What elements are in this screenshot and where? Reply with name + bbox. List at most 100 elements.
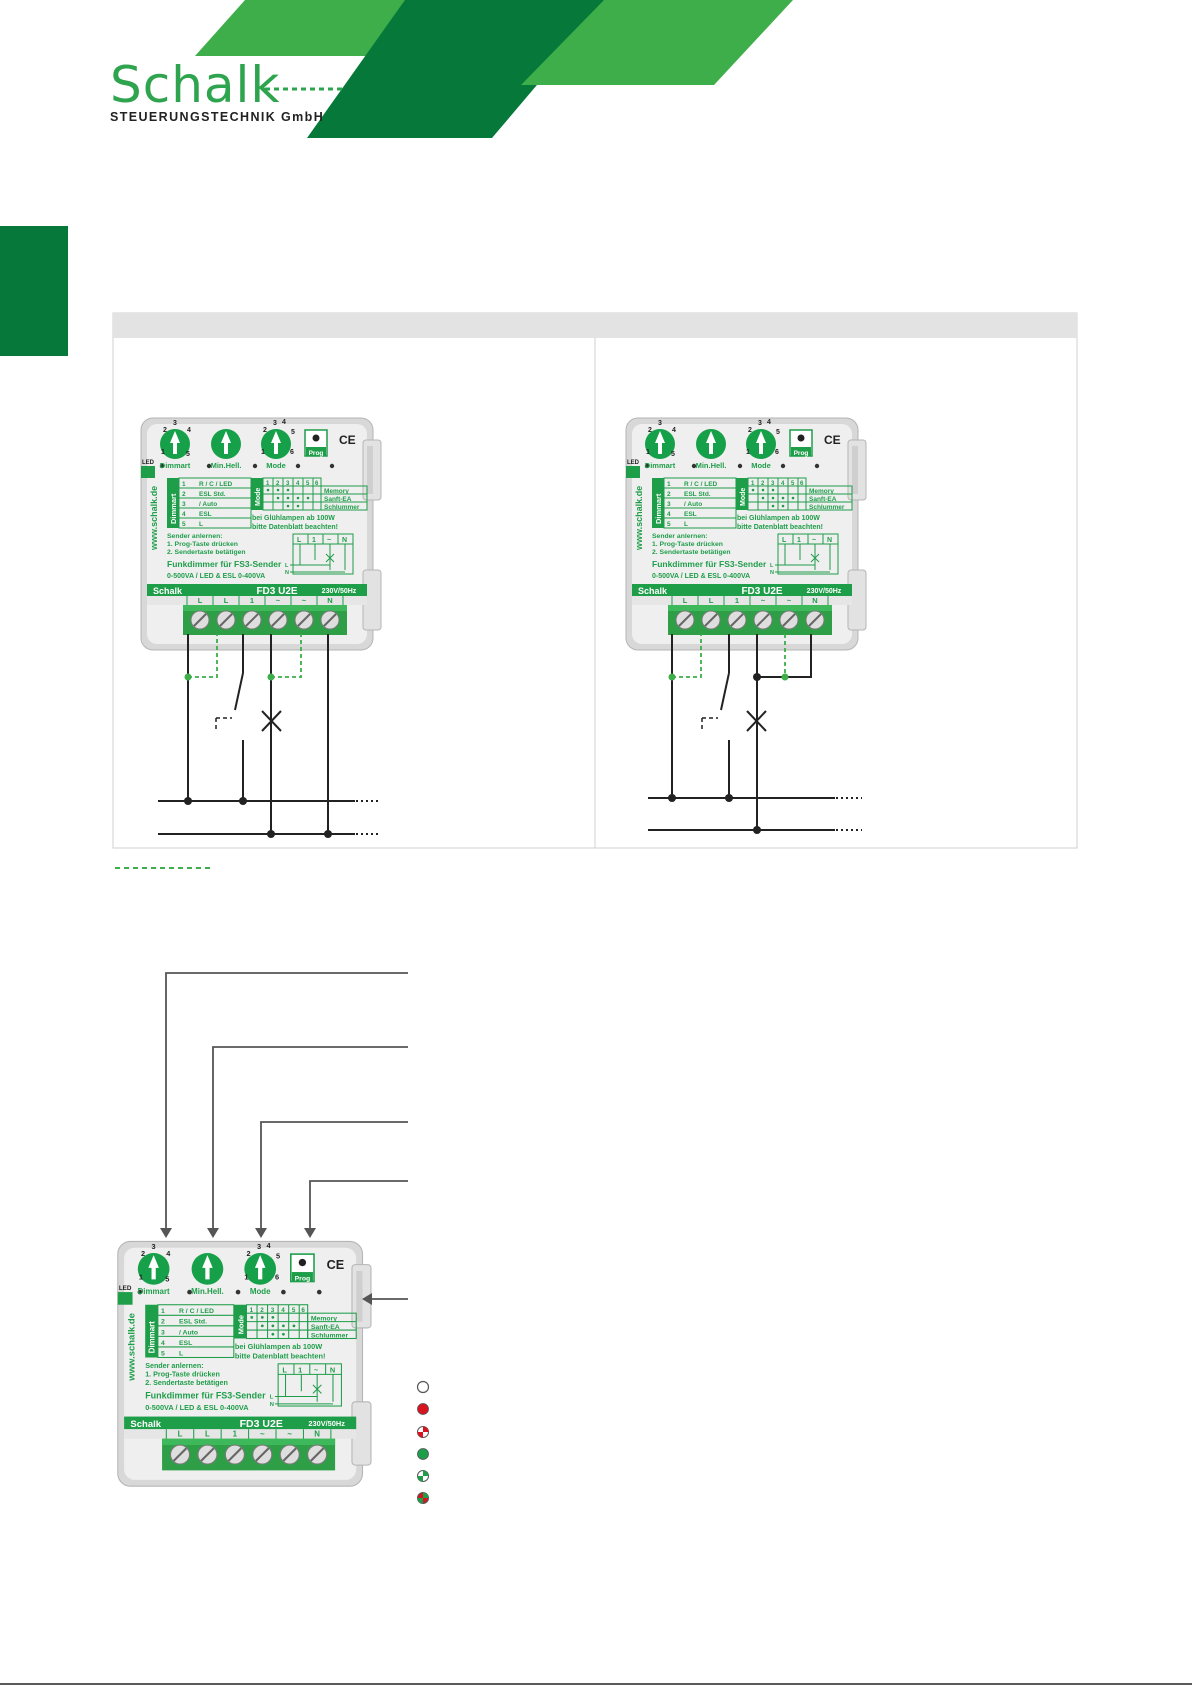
mini-terminal: ~ xyxy=(327,537,331,544)
prog-label: Prog xyxy=(295,1275,311,1282)
device-label-overlay: 2 3 4 1 5 2 3 4 5 1 6 Dimmart Min.Hell. … xyxy=(142,419,360,605)
prog-label: Prog xyxy=(794,450,809,457)
terminal-label: 1 xyxy=(250,596,254,605)
lamp-note-line2: bitte Datenblatt beachten! xyxy=(252,524,338,531)
mini-side-label: N xyxy=(270,1402,274,1408)
lamp-note-line2: bitte Datenblatt beachten! xyxy=(737,524,823,531)
terminal-label: L xyxy=(205,1430,210,1439)
lamp-note-line1: bei Glühlampen ab 100W xyxy=(252,515,335,522)
dimmart-row-num: 1 xyxy=(182,481,186,488)
lamp-note-line1: bei Glühlampen ab 100W xyxy=(235,1342,322,1351)
header-decoration xyxy=(0,0,793,356)
min-hell-label: Min.Hell. xyxy=(696,461,727,470)
dimmart-dial-number: 1 xyxy=(139,1272,143,1281)
mini-side-label: L xyxy=(285,563,289,569)
dimmart-row-num: 5 xyxy=(182,521,186,528)
dimmart-dial-number: 2 xyxy=(163,427,167,434)
dimmart-row-text: ESL xyxy=(179,1340,192,1347)
dimmart-row-text: ESL Std. xyxy=(179,1319,207,1326)
dimmart-row-num: 2 xyxy=(667,491,671,498)
dimmart-dial-number: 4 xyxy=(672,427,676,434)
mode-dial-number: 3 xyxy=(257,1242,261,1251)
mode-dial-number: 6 xyxy=(290,449,294,456)
dimmart-dial-number: 5 xyxy=(165,1275,169,1284)
mode-col: 2 xyxy=(761,481,765,487)
dimmart-table-title: Dimmart xyxy=(654,493,663,524)
mode-label: Mode xyxy=(266,461,286,470)
sender-step2: 2. Sendertaste betätigen xyxy=(652,549,731,556)
dimmart-row-text: ESL Std. xyxy=(684,491,711,498)
mini-terminal: L xyxy=(297,537,302,544)
mini-terminal: L xyxy=(282,1365,287,1374)
wiring-diagram-left xyxy=(140,417,382,838)
led-green-blink-icon xyxy=(417,1470,429,1482)
dimmart-table-title: Dimmart xyxy=(148,1321,157,1353)
mode-dial-number: 5 xyxy=(276,1251,280,1260)
strip-brand: Schalk xyxy=(638,586,668,596)
prog-label: Prog xyxy=(309,450,324,457)
mode-row: Memory xyxy=(809,488,834,495)
mode-col: 6 xyxy=(315,481,319,487)
mode-dial-number: 2 xyxy=(263,427,267,434)
dimmart-row-text: R / C / LED xyxy=(199,481,233,488)
mode-col: 6 xyxy=(301,1307,305,1314)
mode-dial-number: 2 xyxy=(748,427,752,434)
dimmart-row-text: L xyxy=(684,521,688,528)
lamp-note-line2: bitte Datenblatt beachten! xyxy=(235,1352,326,1361)
mini-terminal: ~ xyxy=(812,537,816,544)
mini-terminal: N xyxy=(827,537,832,544)
dimmart-label: Dimmart xyxy=(138,1287,170,1296)
dimmart-dial-number: 3 xyxy=(173,420,177,427)
mini-terminal: N xyxy=(342,537,347,544)
mode-dial-number: 4 xyxy=(282,419,286,426)
company-logo: Schalk STEUERUNGSTECHNIK GmbH xyxy=(110,56,345,124)
terminal-label: L xyxy=(683,596,688,605)
dimmart-row-num: 3 xyxy=(161,1329,165,1336)
product-title: Funkdimmer für FS3-Sender xyxy=(145,1391,266,1401)
mode-table-title: Mode xyxy=(236,1315,245,1334)
mode-col: 4 xyxy=(781,481,785,487)
mode-dial-number: 1 xyxy=(746,449,750,456)
load-rating: 0-500VA / LED & ESL 0-400VA xyxy=(145,1403,249,1412)
sender-step1: 1. Prog-Taste drücken xyxy=(167,541,238,548)
dimmart-dial-number: 5 xyxy=(186,451,190,458)
model-label: FD3 U2E xyxy=(256,586,297,597)
mode-col: 1 xyxy=(751,481,755,487)
mode-col: 5 xyxy=(292,1307,296,1314)
terminal-label: L xyxy=(224,596,229,605)
mode-label: Mode xyxy=(751,461,771,470)
website-label: www.schalk.de xyxy=(149,486,159,551)
terminal-label: L xyxy=(198,596,203,605)
mini-terminal: L xyxy=(782,537,787,544)
dimmart-dial-number: 3 xyxy=(152,1242,156,1251)
device-label-overlay: 2 3 4 1 5 2 3 4 5 1 6 Dimmart Min.Hell. … xyxy=(627,419,845,605)
sender-title: Sender anlernen: xyxy=(167,533,223,540)
mode-row: Schlummer xyxy=(324,504,360,511)
dimmart-dial-number: 4 xyxy=(166,1249,171,1258)
terminal-label: N xyxy=(327,596,332,605)
load-rating: 0-500VA / LED & ESL 0-400VA xyxy=(652,573,750,580)
dimmart-row-text: / Auto xyxy=(199,501,217,508)
mode-col: 2 xyxy=(260,1307,264,1314)
mode-dial-number: 6 xyxy=(775,449,779,456)
panel-header-band xyxy=(113,313,1077,338)
mini-terminal: 1 xyxy=(797,537,801,544)
dimmart-row-num: 1 xyxy=(161,1308,165,1315)
mode-col: 2 xyxy=(276,481,280,487)
strip-brand: Schalk xyxy=(153,586,183,596)
mode-row: Memory xyxy=(311,1316,337,1323)
mini-terminal: ~ xyxy=(314,1365,319,1374)
dimmart-dial-number: 2 xyxy=(141,1249,145,1258)
model-label: FD3 U2E xyxy=(240,1418,283,1430)
mode-dial-number: 4 xyxy=(267,1241,272,1250)
dimmart-row-text: ESL xyxy=(684,511,697,518)
sender-title: Sender anlernen: xyxy=(652,533,708,540)
voltage-label: 230V/50Hz xyxy=(322,588,357,595)
min-hell-label: Min.Hell. xyxy=(191,1287,224,1296)
wiring-diagram-right xyxy=(625,417,867,834)
dimmart-row-text: R / C / LED xyxy=(179,1308,214,1315)
device-callout-diagram xyxy=(116,972,408,1488)
terminal-label: ~ xyxy=(761,596,766,605)
dimmart-row-text: / Auto xyxy=(179,1329,198,1336)
